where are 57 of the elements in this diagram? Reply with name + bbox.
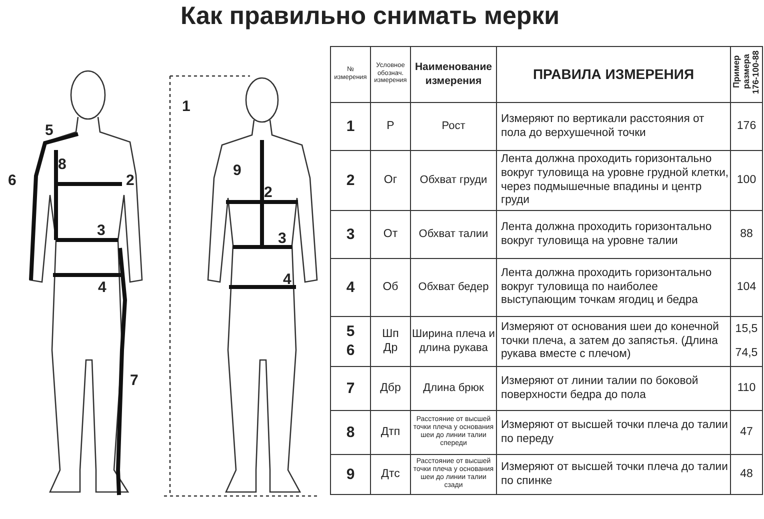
- symbol-text: Дтс: [381, 468, 400, 480]
- symbol-text: Об: [382, 280, 398, 293]
- callout-number: 7: [130, 372, 138, 389]
- symbol-text: От: [383, 228, 398, 240]
- row-number: 9: [346, 466, 355, 483]
- row-number: 2: [346, 172, 355, 189]
- size-value: 104: [736, 280, 756, 293]
- rule-text: Измеряют от линии талии по боковой поверхности бедра до пола: [501, 374, 698, 400]
- row-number: 5: [345, 322, 356, 342]
- symbol-text: Дбр: [380, 382, 401, 394]
- row-number: 3: [346, 226, 355, 243]
- size-value: 110: [737, 382, 756, 394]
- callout-number: 8: [58, 156, 66, 173]
- symbol-text: Р: [386, 120, 394, 132]
- size-value: 88: [740, 228, 753, 240]
- rule-text: Измеряют от основания шеи до конечной точки плеча, а затем до запястья. (Длина рукава вместе с плечом): [501, 321, 719, 360]
- measurement-name: Обхват бедер: [418, 280, 489, 293]
- callout-number: 9: [233, 162, 242, 179]
- callout-number: 2: [264, 184, 272, 201]
- callout-number: 6: [8, 172, 16, 189]
- row-number: 4: [346, 278, 355, 296]
- symbol-text: Шп: [381, 328, 400, 342]
- size-value: 48: [740, 468, 753, 480]
- measurement-name: Ширина плеча и длина рукава: [412, 328, 495, 354]
- row-number: 8: [346, 424, 355, 441]
- column-header: ПРАВИЛА ИЗМЕРЕНИЯ: [532, 66, 694, 82]
- measurement-name: Длина брюк: [423, 382, 484, 394]
- callout-number: 5: [45, 122, 54, 139]
- rule-text: Лента должна проходить горизонтально вокруг туловища на уровне талии: [501, 220, 712, 246]
- rule-text: Лента должна проходить горизонтально вокруг туловища на уровне грудной клетки, через подмышечные впадины и центр груди: [501, 153, 729, 206]
- rule-text: Лента должна проходить горизонтально вокруг туловища по наиболее выступающим точкам ягодиц и бедра: [501, 267, 712, 306]
- callout-number: 4: [98, 279, 106, 296]
- column-header: Пример размера 176-100-88: [732, 50, 762, 96]
- callout-number: 2: [126, 172, 134, 189]
- rule-text: Измеряют от высшей точки плеча до талии по переду: [501, 418, 728, 444]
- symbol-text: Ог: [384, 174, 398, 186]
- callout-number: 4: [283, 271, 292, 288]
- row-number: 6: [345, 342, 356, 360]
- size-value: 15,5: [734, 323, 759, 336]
- size-value: 47: [740, 426, 753, 438]
- measurement-name: Обхват груди: [420, 174, 488, 186]
- symbol-text: Др: [382, 342, 399, 355]
- rule-text: Измеряют от высшей точки плеча до талии по спинке: [501, 460, 728, 486]
- column-header: Наименование измерения: [414, 61, 492, 86]
- callout-number: 3: [278, 230, 286, 247]
- measurement-name: Рост: [442, 120, 466, 132]
- measurement-name: Обхват талии: [418, 228, 488, 240]
- callout-number: 1: [182, 98, 190, 115]
- row-number: 7: [346, 380, 355, 397]
- rule-text: Измеряют по вертикали расстояния от пола до верхушечной точки: [501, 112, 704, 138]
- callout-number: 3: [97, 222, 106, 239]
- symbol-text: Дтп: [380, 426, 400, 438]
- size-value: 176: [736, 120, 756, 132]
- row-number: 1: [346, 118, 355, 135]
- size-value: 100: [736, 174, 756, 186]
- size-value: 74,5: [734, 346, 759, 360]
- page-title: Как правильно снимать мерки: [179, 2, 561, 31]
